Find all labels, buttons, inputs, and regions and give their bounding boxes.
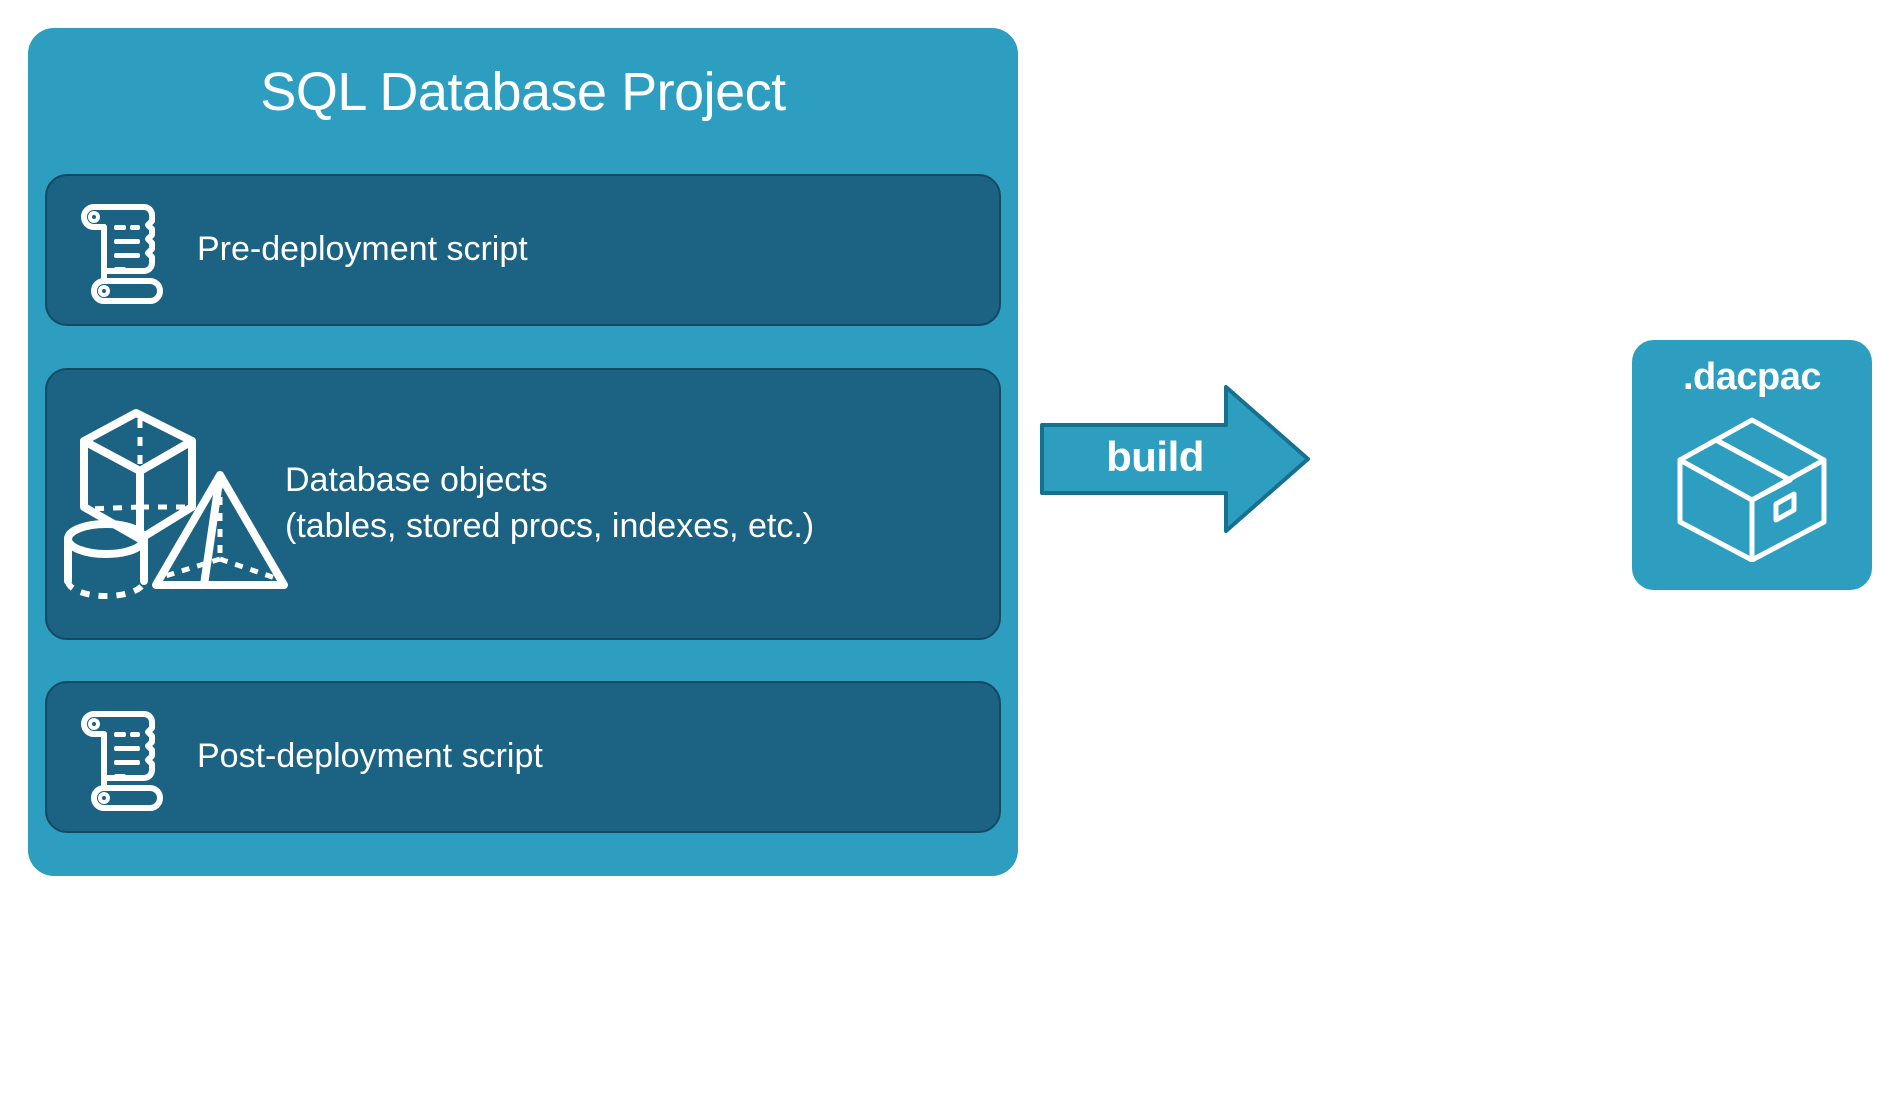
card-database-objects-label-line2: (tables, stored procs, indexes, etc.) bbox=[285, 507, 815, 545]
card-database-objects-label-line1: Database objects bbox=[285, 461, 548, 500]
card-database-objects[interactable]: Database objects (tables, stored procs, … bbox=[45, 368, 1001, 640]
card-pre-deployment-text: Pre-deployment script bbox=[197, 227, 528, 273]
dacpac-panel: .dacpac bbox=[1632, 340, 1872, 590]
sql-database-project-panel: SQL Database Project bbox=[28, 28, 1018, 876]
card-post-deployment[interactable]: Post-deployment script bbox=[45, 681, 1001, 833]
scroll-icon bbox=[47, 195, 197, 305]
card-post-deployment-label: Post-deployment script bbox=[197, 737, 543, 776]
database-objects-icon-group bbox=[47, 389, 307, 619]
cylinder-icon bbox=[64, 520, 148, 599]
right-arrow-icon bbox=[1040, 385, 1310, 533]
card-pre-deployment[interactable]: Pre-deployment script bbox=[45, 174, 1001, 326]
pyramid-icon bbox=[152, 471, 288, 589]
card-database-objects-text: Database objects (tables, stored procs, … bbox=[285, 458, 814, 549]
cube-icon bbox=[80, 409, 196, 543]
project-title: SQL Database Project bbox=[260, 62, 786, 122]
package-box-icon bbox=[1672, 412, 1832, 567]
card-post-deployment-text: Post-deployment script bbox=[197, 734, 543, 780]
scroll-icon bbox=[47, 702, 197, 812]
card-pre-deployment-label: Pre-deployment script bbox=[197, 230, 528, 269]
dacpac-title: .dacpac bbox=[1682, 356, 1822, 398]
build-label: build bbox=[1106, 433, 1204, 480]
